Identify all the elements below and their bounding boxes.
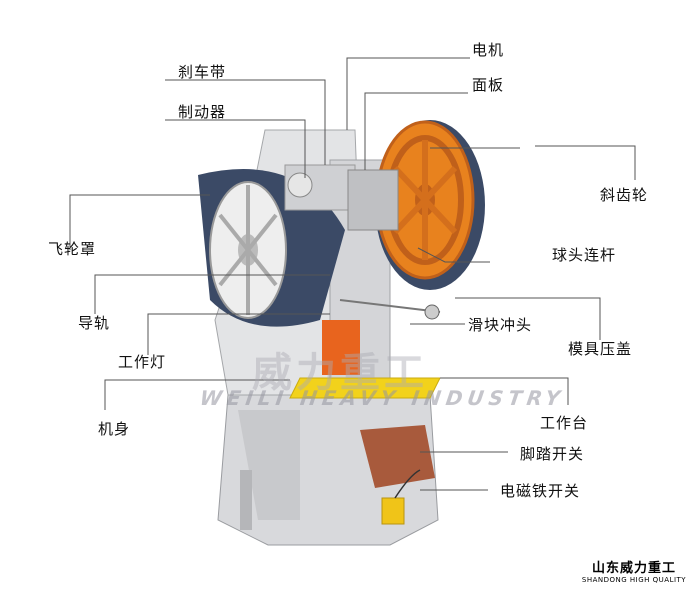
label-slider-punch: 滑块冲头 bbox=[468, 316, 533, 334]
watermark-cn: 威力重工 bbox=[252, 350, 428, 396]
label-die-cover: 模具压盖 bbox=[568, 340, 633, 358]
label-electromagnetic-switch: 电磁铁开关 bbox=[500, 482, 581, 500]
label-ball-connecting-rod: 球头连杆 bbox=[552, 246, 617, 264]
label-motor: 电机 bbox=[472, 41, 505, 59]
label-flywheel-cover: 飞轮罩 bbox=[48, 240, 97, 258]
label-bevel-gear: 斜齿轮 bbox=[600, 186, 649, 204]
label-work-lamp: 工作灯 bbox=[118, 353, 167, 371]
brand-name-en: SHANDONG HIGH QUALITY bbox=[581, 576, 687, 584]
label-brake: 制动器 bbox=[178, 103, 227, 121]
label-guide-rail: 导轨 bbox=[78, 314, 111, 332]
worktable-shape bbox=[289, 377, 441, 399]
foot-pedal-shape bbox=[360, 425, 435, 525]
brand-logo: 山东威力重工 SHANDONG HIGH QUALITY bbox=[578, 557, 690, 584]
label-foot-switch: 脚踏开关 bbox=[520, 445, 585, 463]
label-worktable: 工作台 bbox=[540, 414, 589, 432]
leader-lines bbox=[69, 57, 636, 491]
label-panel: 面板 bbox=[472, 76, 505, 94]
bevel-gear-shape bbox=[375, 120, 485, 290]
brake-assembly-shape bbox=[284, 164, 399, 231]
brand-name-cn: 山东威力重工 bbox=[591, 561, 676, 576]
watermark-en: WEILI HEAVY INDUSTRY bbox=[198, 386, 567, 410]
slider-shape bbox=[322, 299, 441, 375]
label-body: 机身 bbox=[98, 420, 131, 438]
label-brake-belt: 刹车带 bbox=[178, 63, 227, 81]
